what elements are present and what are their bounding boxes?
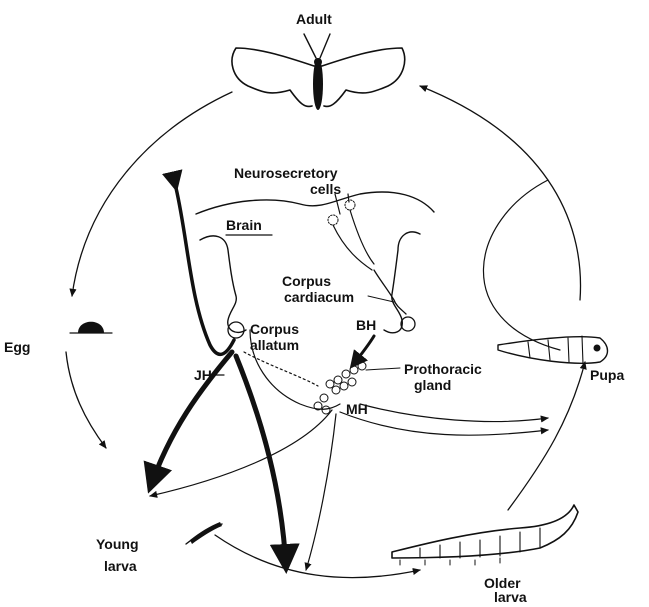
label-bh: BH bbox=[356, 317, 376, 333]
young-larva-illustration bbox=[186, 522, 222, 544]
arrow-adult-to-egg bbox=[72, 92, 232, 296]
dotted-connection bbox=[244, 352, 318, 386]
label-neurosecretory-line2: cells bbox=[310, 181, 341, 197]
adult-moth-illustration bbox=[232, 34, 405, 110]
label-young-larva-line1: Young bbox=[96, 536, 139, 552]
lifecycle-arrows bbox=[66, 86, 585, 578]
arrow-older-larva-to-pupa bbox=[508, 362, 585, 510]
arrow-egg-to-young-larva bbox=[66, 352, 106, 448]
label-jh: JH bbox=[194, 367, 212, 383]
corpus-cardiacum bbox=[368, 270, 406, 314]
label-neurosecretory-line1: Neurosecretory bbox=[234, 165, 338, 181]
label-corpus-cardiacum-line2: cardiacum bbox=[284, 289, 354, 305]
label-adult: Adult bbox=[296, 11, 332, 27]
label-pupa: Pupa bbox=[590, 367, 624, 383]
older-larva-illustration bbox=[392, 505, 578, 565]
label-egg: Egg bbox=[4, 339, 30, 355]
label-mh: MH bbox=[346, 401, 368, 417]
arrow-pupa-to-adult bbox=[420, 86, 581, 300]
pupa-to-body-line bbox=[483, 180, 560, 350]
label-corpus-allatum-line1: Corpus bbox=[250, 321, 299, 337]
nerve-to-corpus-allatum bbox=[176, 188, 234, 354]
neurosecretory-cells bbox=[328, 194, 374, 270]
body-to-pupa-line bbox=[360, 404, 548, 422]
label-corpus-cardiacum-line1: Corpus bbox=[282, 273, 331, 289]
mh-arrow-to-older-larva bbox=[306, 414, 336, 570]
label-young-larva-line2: larva bbox=[104, 558, 137, 574]
brain-outline bbox=[196, 192, 434, 333]
mh-arrow-to-pupa bbox=[340, 412, 548, 435]
egg-illustration bbox=[70, 322, 112, 333]
bh-arrow bbox=[352, 336, 374, 366]
jh-arrow-to-older-larva bbox=[236, 356, 286, 568]
label-prothoracic-line1: Prothoracic bbox=[404, 361, 482, 377]
arrow-young-to-older-larva bbox=[215, 535, 420, 578]
label-brain: Brain bbox=[226, 217, 262, 233]
label-prothoracic-line2: gland bbox=[414, 377, 451, 393]
label-corpus-allatum-line2: allatum bbox=[250, 337, 299, 353]
jh-arrow-to-young-larva bbox=[150, 352, 232, 488]
label-older-larva-line2: larva bbox=[494, 589, 527, 602]
pupa-illustration bbox=[498, 336, 608, 364]
